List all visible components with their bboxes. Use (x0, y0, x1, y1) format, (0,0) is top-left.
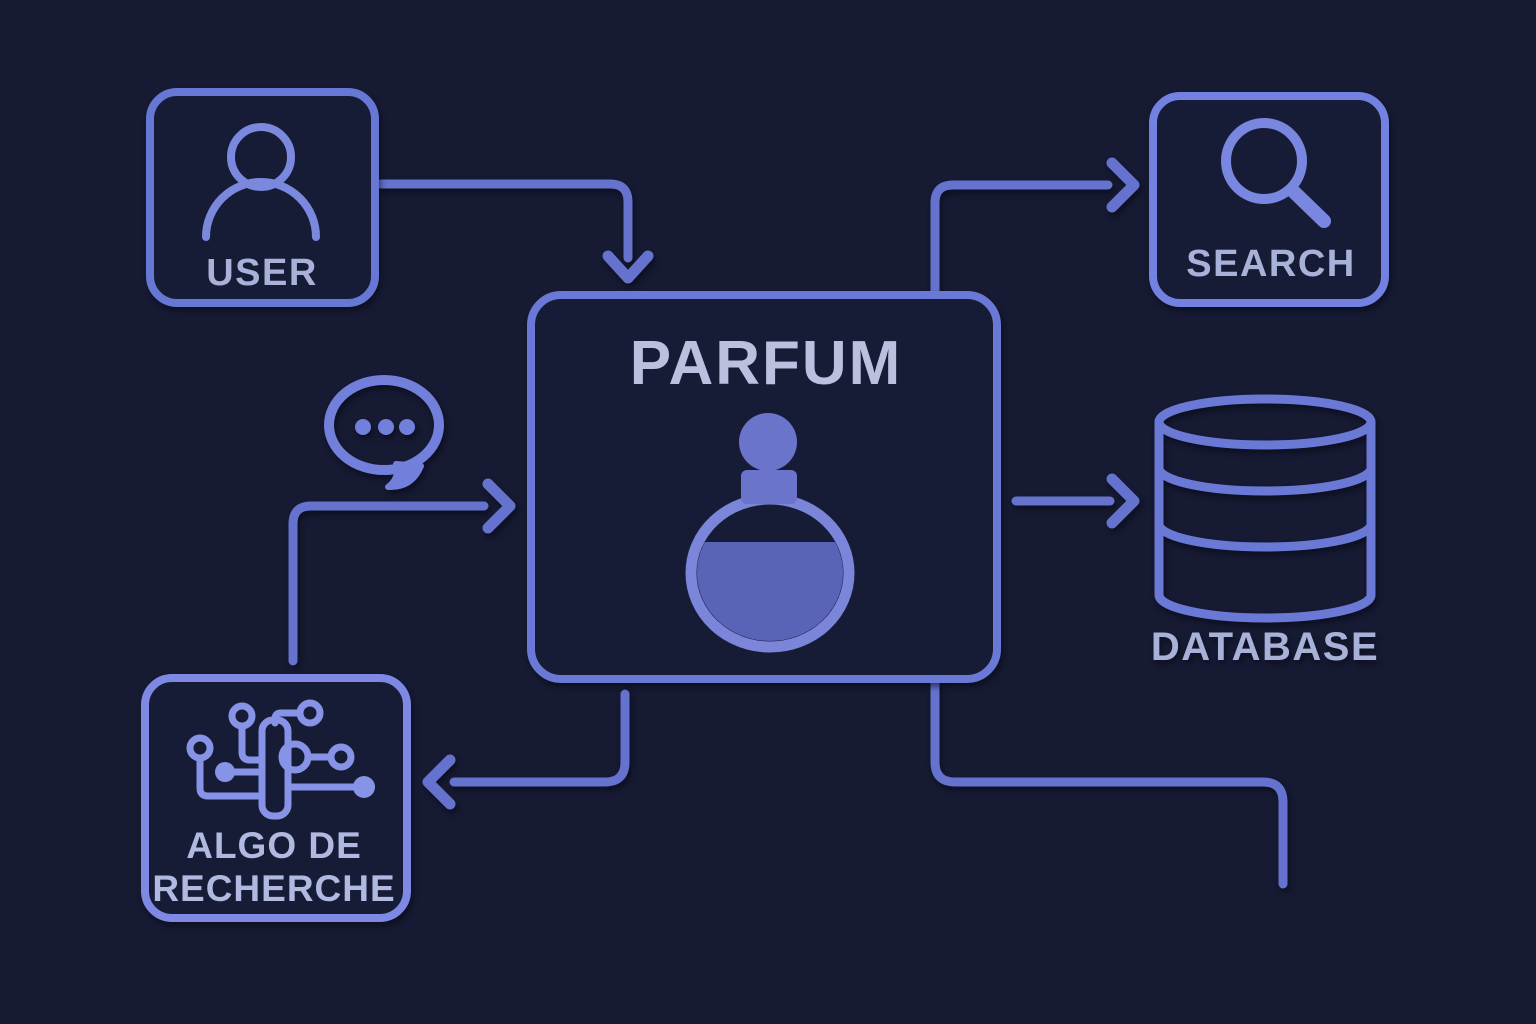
database-label: DATABASE (1151, 625, 1379, 669)
edge-algo-to-parfum (288, 478, 516, 666)
edge-parfum-to-algo (422, 689, 630, 810)
arrow-left-icon (422, 754, 456, 810)
algo-label-line1: ALGO DE (186, 825, 362, 866)
parfum-title: PARFUM (630, 329, 903, 398)
edge-parfum-to-database (1011, 473, 1140, 529)
arrow-right-icon (1106, 473, 1140, 529)
algo-box (141, 674, 411, 922)
arrow-right-icon (482, 478, 516, 534)
magnifier-icon (1221, 118, 1331, 228)
node-search: SEARCH (1149, 92, 1389, 307)
person-icon (202, 123, 320, 241)
node-database: DATABASE (1151, 394, 1379, 669)
node-parfum: PARFUM (527, 291, 1001, 683)
connector-lines (288, 157, 1288, 889)
arrow-right-icon (1106, 157, 1140, 213)
edge-parfum-to-search (930, 157, 1140, 299)
arrow-down-icon (602, 250, 654, 284)
edge-user-to-parfum (376, 179, 654, 284)
user-label: USER (206, 252, 318, 294)
typing-dots (355, 419, 415, 435)
node-algo: ALGO DE RECHERCHE (141, 674, 411, 922)
speech-bubble-icon (324, 375, 444, 491)
user-box (146, 88, 379, 307)
search-label: SEARCH (1186, 243, 1355, 285)
algo-label-line2: RECHERCHE (152, 868, 395, 909)
perfume-bottle-icon (685, 413, 855, 653)
database-cylinder-icon (1154, 394, 1376, 623)
node-user: USER (146, 88, 379, 307)
circuit-icon (186, 699, 375, 820)
edge-parfum-to-bottom-right (930, 676, 1288, 889)
